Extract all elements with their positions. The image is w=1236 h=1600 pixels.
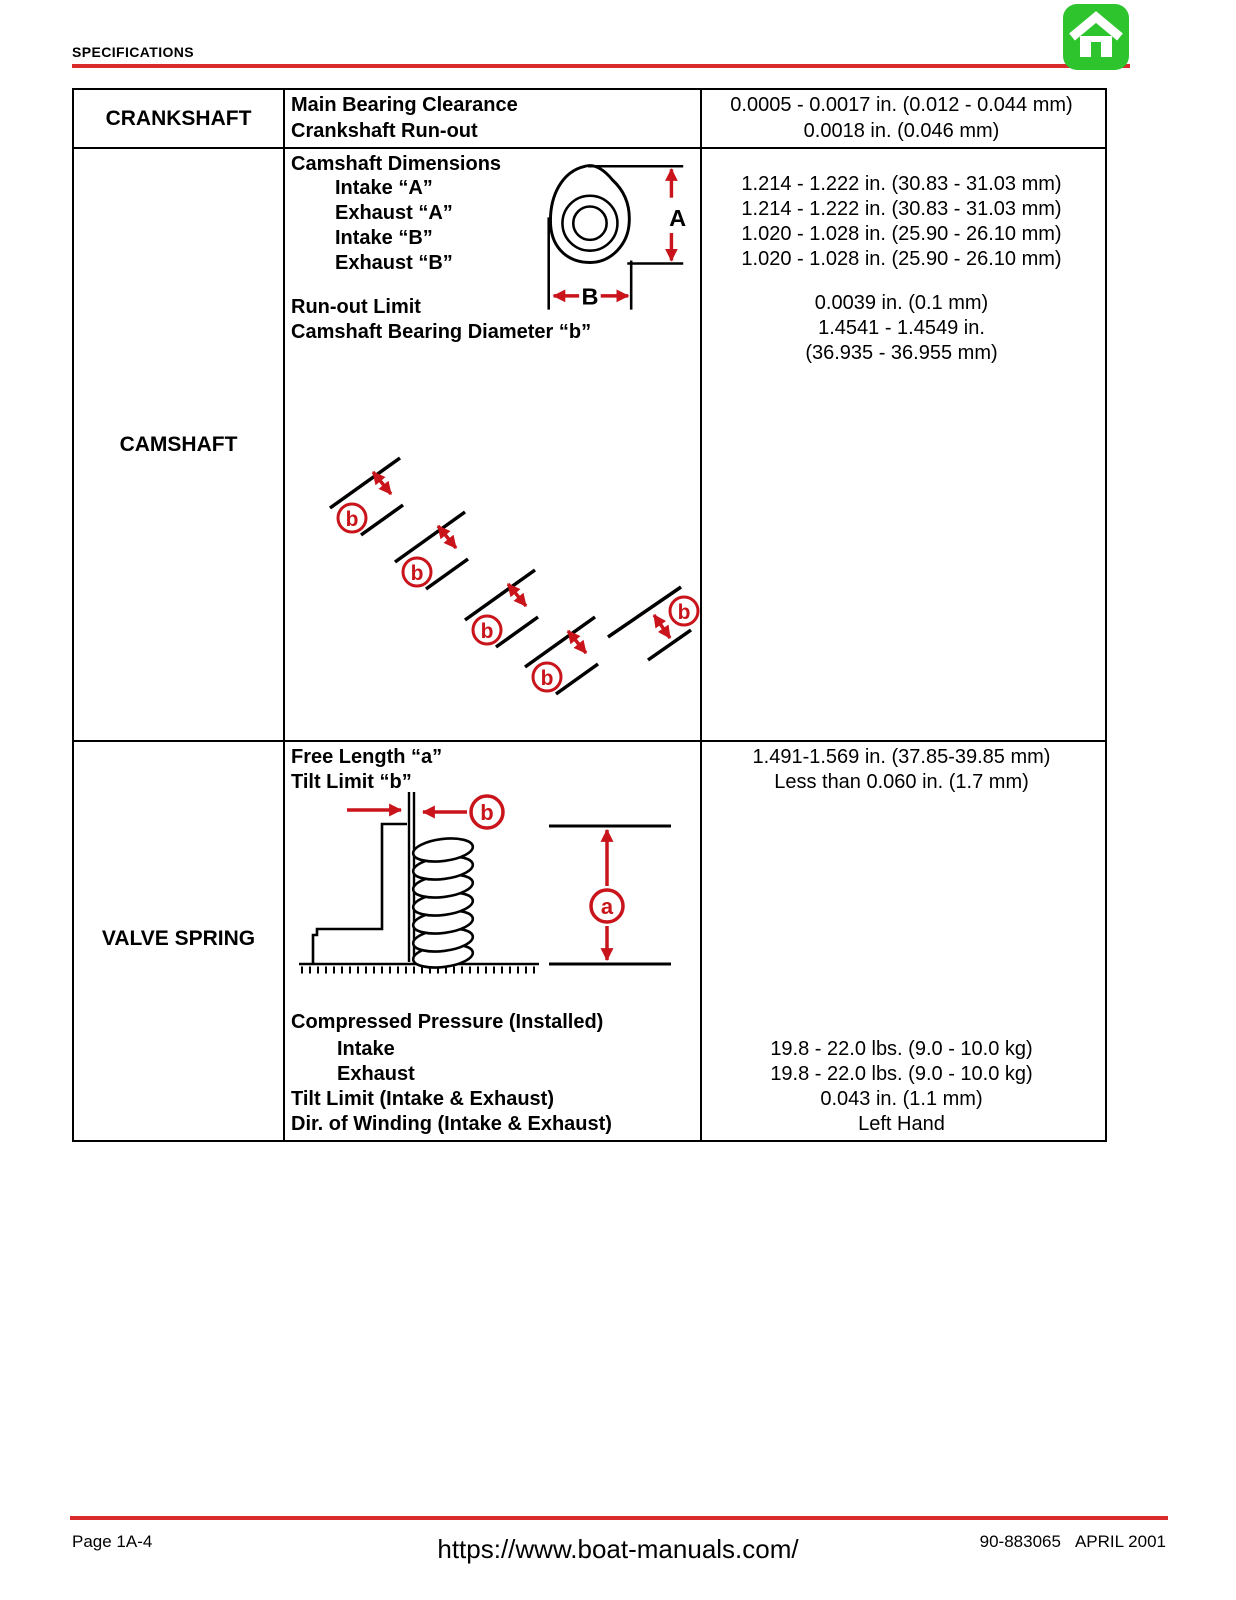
camshaft-values2: 0.0039 in. (0.1 mm) 1.4541 - 1.4549 in. …: [702, 291, 1101, 366]
spec-label: Exhaust “B”: [335, 252, 453, 274]
spec-label: Tilt Limit “b”: [291, 771, 412, 793]
spring-coil: [411, 837, 475, 969]
camshaft-sub-values: 1.214 - 1.222 in. (30.83 - 31.03 mm) 1.2…: [702, 172, 1101, 272]
spec-value: 0.0039 in. (0.1 mm): [814, 292, 989, 314]
column-separator: [700, 90, 702, 1140]
valve-spring-top-values: 1.491-1.569 in. (37.85-39.85 mm) Less th…: [702, 745, 1101, 795]
camshaft-labels2: Run-out Limit Camshaft Bearing Diameter …: [291, 295, 591, 345]
journal-label: b: [678, 601, 691, 624]
spec-label: Intake “B”: [335, 227, 433, 249]
spec-value: 1.214 - 1.222 in. (30.83 - 31.03 mm): [741, 198, 1062, 220]
footer-doc-info: 90-883065 APRIL 2001: [966, 1532, 1166, 1552]
camshaft-journals-diagram: b b b: [328, 456, 700, 696]
dimension-a: a: [549, 824, 671, 966]
footer-page-number: Page 1A-4: [72, 1532, 153, 1551]
cam-lobe-shape: [549, 164, 631, 264]
spec-value: 0.0005 - 0.0017 in. (0.012 - 0.044 mm): [730, 94, 1073, 116]
row-separator: [74, 740, 1105, 742]
spec-label: Tilt Limit (Intake & Exhaust): [291, 1088, 554, 1110]
spec-value: 1.491-1.569 in. (37.85-39.85 mm): [752, 746, 1051, 768]
spec-value: 1.4541 - 1.4549 in.: [818, 317, 985, 339]
valve-spring-labels3: Tilt Limit (Intake & Exhaust) Dir. of Wi…: [291, 1087, 612, 1137]
journal: b: [523, 615, 600, 696]
valve-spring-heading2: Compressed Pressure (Installed): [291, 1011, 604, 1033]
journal-label: b: [541, 667, 554, 690]
crankshaft-labels: Main Bearing Clearance Crankshaft Run-ou…: [291, 92, 700, 147]
dim-a-label: a: [601, 894, 614, 919]
journal: b: [328, 456, 405, 537]
spec-value: 1.020 - 1.028 in. (25.90 - 26.10 mm): [741, 223, 1062, 245]
journal: b: [607, 585, 700, 662]
spec-label: Run-out Limit: [291, 296, 421, 318]
camshaft-category: CAMSHAFT: [119, 432, 238, 456]
spec-value: Left Hand: [858, 1113, 945, 1135]
dimension-b: B: [547, 217, 633, 310]
valve-spring-category: VALVE SPRING: [101, 927, 256, 950]
spec-label: Exhaust “A”: [335, 202, 453, 224]
home-icon[interactable]: [1063, 4, 1129, 70]
spec-value: 0.0018 in. (0.046 mm): [803, 120, 1000, 142]
spec-value: Less than 0.060 in. (1.7 mm): [774, 771, 1029, 793]
spec-label: Main Bearing Clearance: [291, 94, 518, 116]
spec-label: Intake “A”: [335, 177, 433, 199]
crankshaft-values: 0.0005 - 0.0017 in. (0.012 - 0.044 mm) 0…: [702, 92, 1101, 147]
spec-label: Free Length “a”: [291, 746, 443, 768]
camshaft-heading: Camshaft Dimensions: [291, 153, 502, 175]
spec-value: 1.214 - 1.222 in. (30.83 - 31.03 mm): [741, 173, 1062, 195]
valve-spring-sub-labels: Intake Exhaust: [337, 1037, 415, 1087]
page-title: SPECIFICATIONS: [72, 44, 195, 60]
row-separator: [74, 147, 1105, 149]
valve-spring-diagram: b: [299, 792, 671, 974]
spec-label: Exhaust: [337, 1063, 415, 1085]
valve-spring-values3: 19.8 - 22.0 lbs. (9.0 - 10.0 kg) 19.8 - …: [702, 1037, 1101, 1137]
dim-b-label: B: [581, 284, 598, 310]
journal-label: b: [481, 620, 494, 643]
footer-date: APRIL 2001: [1074, 1532, 1166, 1551]
spec-value: 19.8 - 22.0 lbs. (9.0 - 10.0 kg): [770, 1038, 1033, 1060]
valve-spring-middle-cell: Free Length “a” Tilt Limit “b” b: [285, 742, 700, 1136]
journal-label: b: [411, 562, 424, 585]
spec-label: Crankshaft Run-out: [291, 120, 478, 142]
cam-lobe-diagram: A B: [547, 164, 686, 310]
footer-rule: [70, 1516, 1168, 1520]
spec-value: 19.8 - 22.0 lbs. (9.0 - 10.0 kg): [770, 1063, 1033, 1085]
spec-label: Dir. of Winding (Intake & Exhaust): [291, 1113, 612, 1135]
journal: b: [463, 568, 540, 649]
dimension-a: A: [587, 164, 686, 265]
crankshaft-category: CRANKSHAFT: [105, 106, 252, 130]
spec-label: Intake: [337, 1038, 395, 1060]
footer-url-link[interactable]: https://www.boat-manuals.com/: [437, 1534, 799, 1564]
dim-a-label: A: [669, 205, 686, 231]
spec-value: 0.043 in. (1.1 mm): [820, 1088, 983, 1110]
camshaft-values-cell: 1.214 - 1.222 in. (30.83 - 31.03 mm) 1.2…: [702, 149, 1101, 740]
valve-spring-top-labels: Free Length “a” Tilt Limit “b”: [291, 745, 442, 795]
column-separator: [283, 90, 285, 1140]
camshaft-sub-labels: Intake “A” Exhaust “A” Intake “B” Exhaus…: [335, 176, 453, 276]
camshaft-middle-cell: Camshaft Dimensions Intake “A” Exhaust “…: [285, 149, 700, 740]
spec-label: Camshaft Bearing Diameter “b”: [291, 321, 592, 343]
valve-spring-values-cell: 1.491-1.569 in. (37.85-39.85 mm) Less th…: [702, 742, 1101, 1136]
tilt-gauge: b: [347, 792, 505, 962]
spec-value: 1.020 - 1.028 in. (25.90 - 26.10 mm): [741, 248, 1062, 270]
journal-label: b: [346, 508, 359, 531]
header-rule: [72, 64, 1130, 68]
spec-table: CRANKSHAFT Main Bearing Clearance Cranks…: [72, 88, 1107, 1142]
spec-value: (36.935 - 36.955 mm): [805, 342, 998, 364]
dim-b-label: b: [480, 800, 493, 825]
journal: b: [393, 510, 470, 591]
footer-doc-number: 90-883065: [979, 1532, 1061, 1551]
